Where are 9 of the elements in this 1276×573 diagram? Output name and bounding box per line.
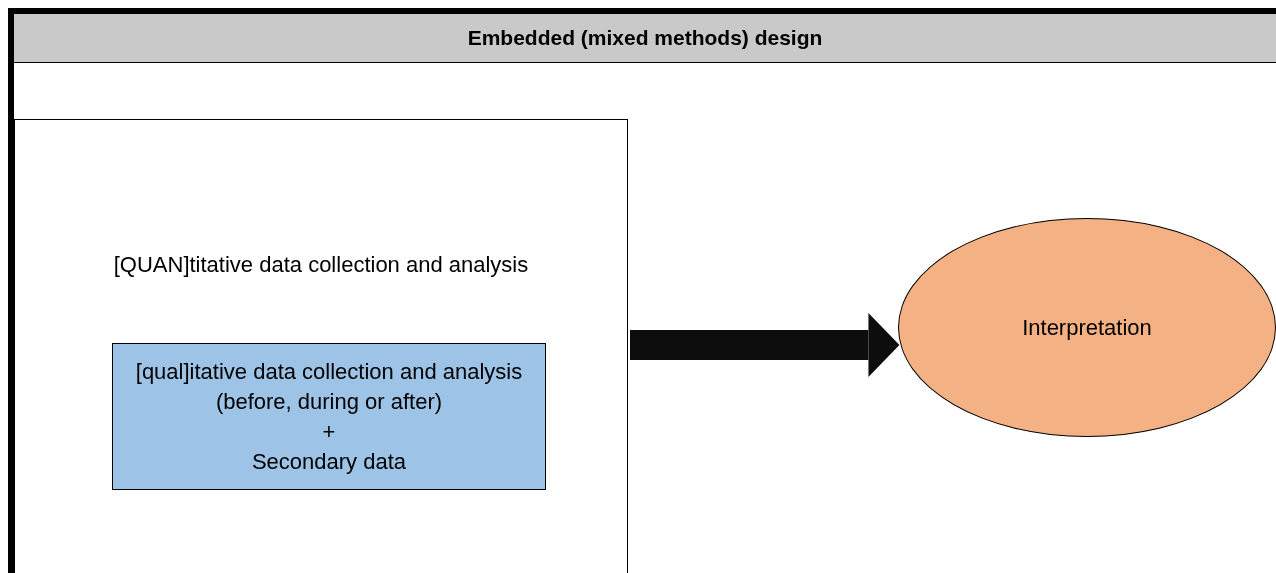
box-text: +	[322, 417, 336, 446]
arrow	[630, 313, 900, 377]
process-box	[14, 119, 628, 573]
box-text: [qual]itative data collection and analysis (before, during or after)	[134, 357, 524, 416]
box-text: Secondary data	[251, 447, 407, 476]
embedded-box	[112, 343, 546, 490]
box-text: [QUAN]titative data collection and analysis	[113, 251, 529, 279]
title: Embedded (mixed methods) design	[467, 25, 823, 52]
ellipse-label: Interpretation	[1022, 313, 1152, 342]
